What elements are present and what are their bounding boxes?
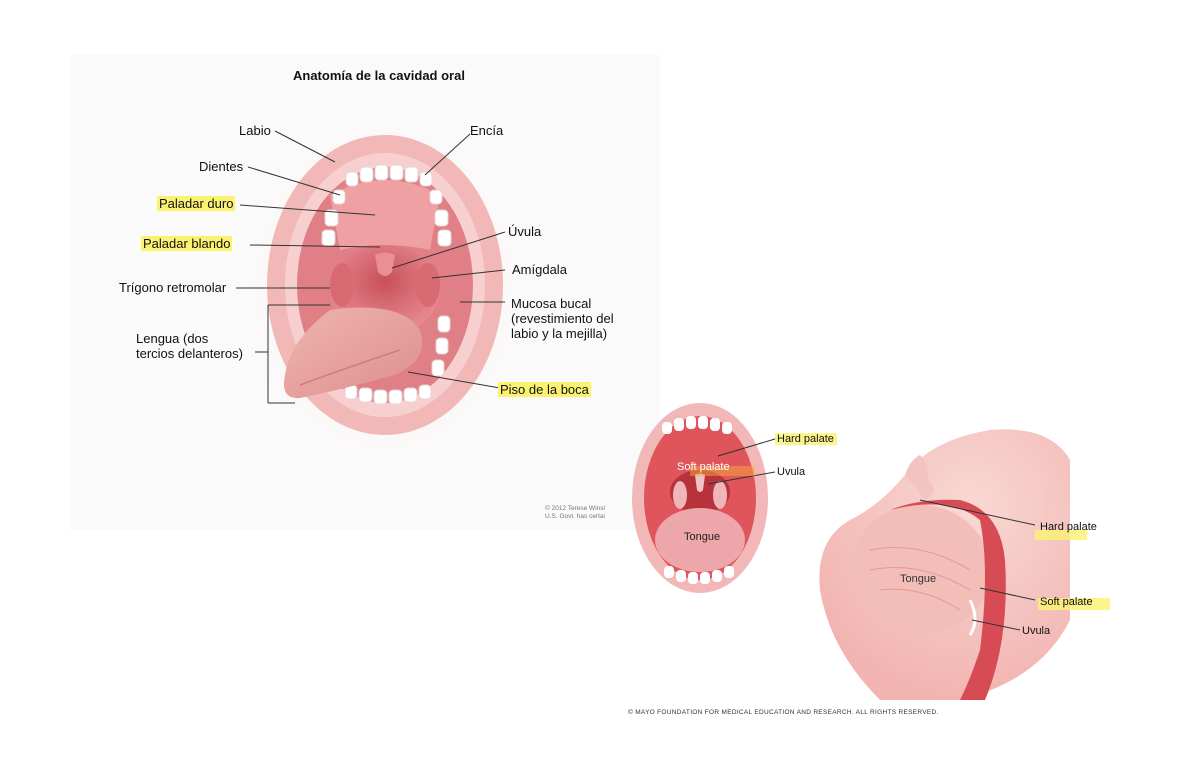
label-uvula-es: Úvula	[508, 224, 542, 239]
credit-line-1: © 2012 Terese Winsl	[545, 505, 605, 512]
label-soft-palate-side: Soft palate	[1040, 596, 1093, 608]
head-side-diagram-en: Hard palate Tongue Soft palate Uvula	[810, 420, 1130, 705]
label-lengua-1: Lengua (dos	[136, 331, 209, 346]
label-lengua-2: tercios delanteros)	[136, 346, 243, 361]
mouth-front-diagram-en: Hard palate Soft palate Uvula Tongue	[630, 400, 860, 600]
oral-cavity-diagram-es: Anatomía de la cavidad oral Labio Encía …	[0, 0, 680, 540]
label-trigono-retromolar: Trígono retromolar	[119, 280, 227, 295]
label-uvula-side: Uvula	[1022, 625, 1051, 637]
label-hard-palate-front: Hard palate	[777, 433, 834, 445]
diagram-title: Anatomía de la cavidad oral	[293, 68, 465, 83]
label-mucosa-bucal-2: (revestimiento del	[511, 311, 614, 326]
label-paladar-duro: Paladar duro	[157, 196, 236, 211]
label-amigdala: Amígdala	[512, 262, 567, 277]
mouth-front-illustration	[632, 403, 837, 593]
label-soft-palate-front: Soft palate	[677, 461, 730, 473]
label-mucosa-bucal-3: labio y la mejilla)	[511, 326, 608, 341]
credit-line-2: U.S. Govt. has certai	[545, 513, 605, 520]
label-labio: Labio	[239, 123, 271, 138]
label-tongue-side: Tongue	[900, 573, 937, 585]
label-hard-palate-side: Hard palate	[1040, 521, 1097, 533]
label-mucosa-bucal-1: Mucosa bucal	[511, 296, 592, 311]
head-cross-section-illustration	[819, 429, 1110, 700]
label-paladar-blando: Paladar blando	[141, 236, 233, 251]
footer-copyright: © MAYO FOUNDATION FOR MEDICAL EDUCATION …	[628, 709, 939, 716]
illustration-credit: © 2012 Terese Winsl U.S. Govt. has certa…	[545, 505, 605, 521]
label-encia: Encía	[470, 123, 504, 138]
label-uvula-front: Uvula	[777, 466, 806, 478]
label-tongue-front: Tongue	[684, 531, 721, 543]
label-piso-de-la-boca: Piso de la boca	[498, 382, 591, 397]
oral-cavity-illustration	[70, 55, 660, 530]
label-dientes: Dientes	[199, 159, 244, 174]
